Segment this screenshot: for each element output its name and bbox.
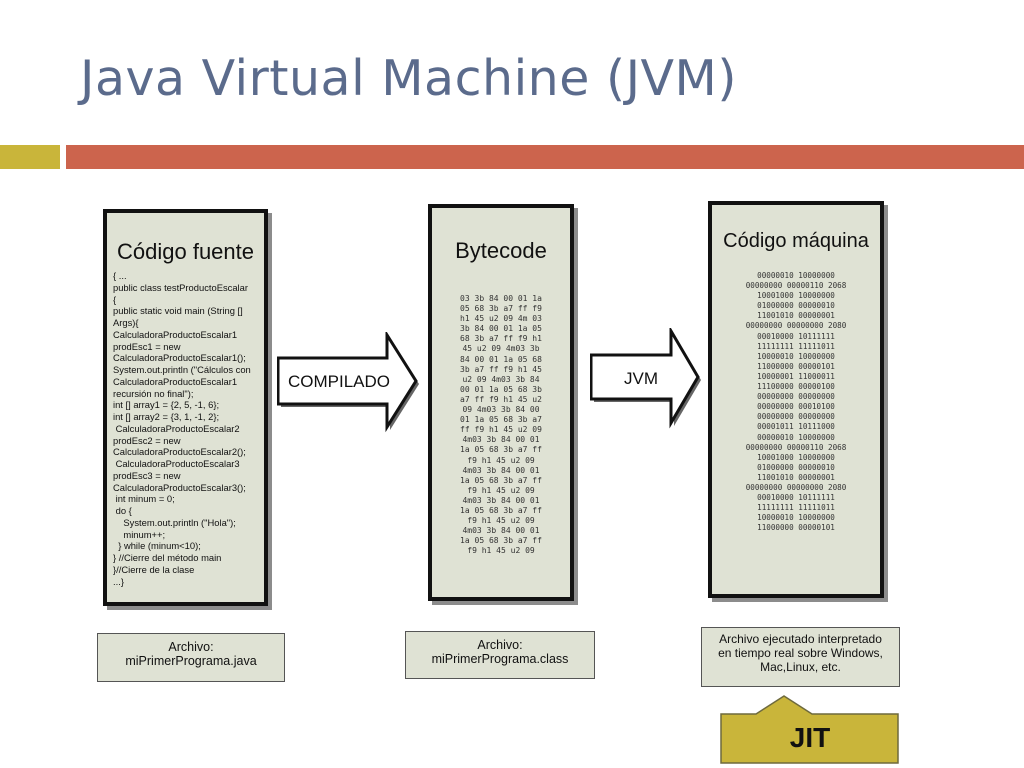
jvm-arrow-label: JVM xyxy=(624,369,658,388)
jit-callout: JIT xyxy=(720,695,900,765)
jvm-arrow-shape xyxy=(590,328,701,429)
machine-file-line-2: en tiempo real sobre Windows, xyxy=(718,646,883,660)
jit-callout-shape xyxy=(720,695,899,764)
source-code-panel: Código fuente { ... public class testPro… xyxy=(103,209,268,606)
source-file-name: miPrimerPrograma.java xyxy=(125,654,257,668)
bytecode-text: 03 3b 84 00 01 1a 05 68 3b a7 ff f9 h1 4… xyxy=(460,294,542,556)
machine-file-line-3: Mac,Linux, etc. xyxy=(760,660,841,674)
accent-bar-gold xyxy=(0,145,60,169)
source-file-label: Archivo: miPrimerPrograma.java xyxy=(97,633,285,682)
machine-file-line-1: Archivo ejecutado interpretado xyxy=(719,632,882,646)
machine-code-title: Código máquina xyxy=(723,230,869,252)
accent-bar-rust xyxy=(66,145,1024,169)
bytecode-panel: Bytecode 03 3b 84 00 01 1a 05 68 3b a7 f… xyxy=(428,204,574,601)
compile-arrow: COMPILADO xyxy=(277,332,423,438)
slide-title: Java Virtual Machine (JVM) xyxy=(80,50,737,107)
jvm-arrow: JVM xyxy=(590,328,704,434)
source-code-title: Código fuente xyxy=(117,239,254,264)
bytecode-file-name: miPrimerPrograma.class xyxy=(431,652,569,666)
compile-arrow-label: COMPILADO xyxy=(288,372,391,391)
machine-file-label: Archivo ejecutado interpretado en tiempo… xyxy=(701,627,900,687)
bytecode-title: Bytecode xyxy=(455,238,547,263)
bytecode-file-label: Archivo: miPrimerPrograma.class xyxy=(405,631,595,679)
compile-arrow-shape xyxy=(277,332,419,433)
machine-code-text: 00000010 10000000 00000000 00000110 2068… xyxy=(745,271,847,533)
source-file-caption: Archivo: xyxy=(168,640,214,654)
jit-label: JIT xyxy=(789,722,831,753)
source-code-text: { ... public class testProductoEscalar {… xyxy=(113,270,251,587)
bytecode-file-caption: Archivo: xyxy=(477,638,523,652)
machine-code-panel: Código máquina 00000010 10000000 0000000… xyxy=(708,201,884,598)
